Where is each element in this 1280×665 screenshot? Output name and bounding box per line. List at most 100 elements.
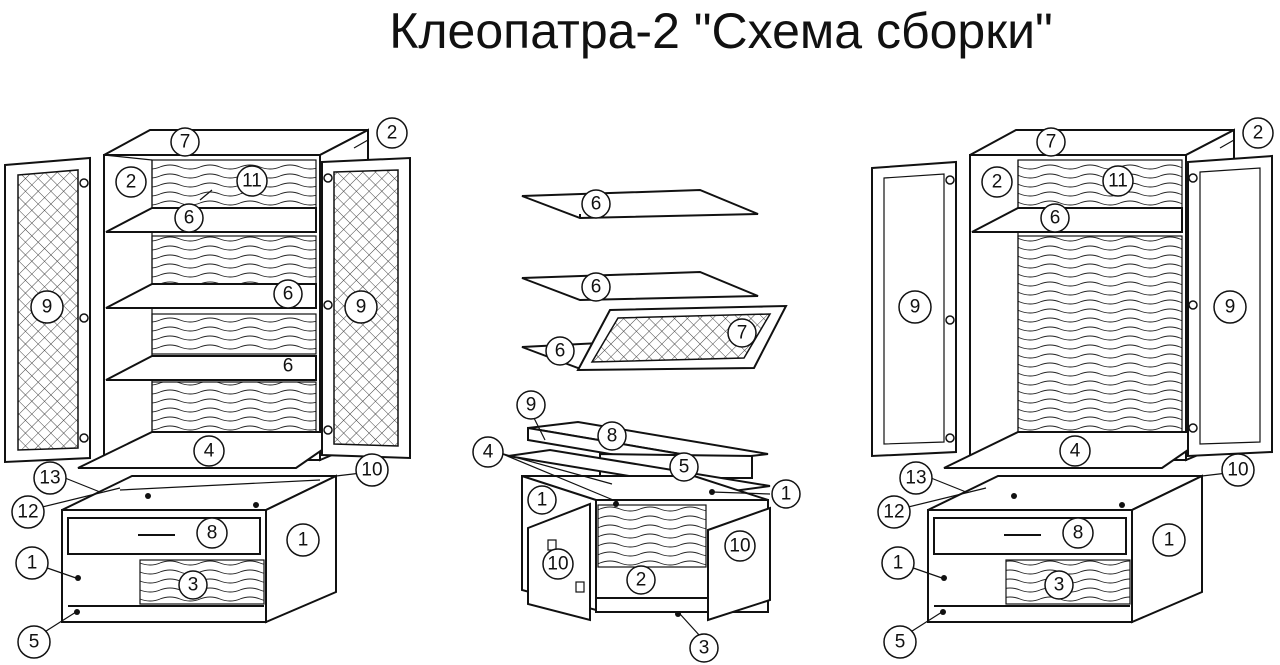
svg-text:6: 6 [555, 341, 566, 362]
svg-text:8: 8 [207, 523, 218, 544]
right-callout-13: 13 [899, 461, 933, 495]
svg-text:6: 6 [1050, 208, 1061, 229]
left-back-panel-4 [151, 381, 317, 433]
svg-text:4: 4 [204, 441, 215, 462]
right-callout-3: 3 [1044, 570, 1074, 600]
left-callout-6b: 6 [273, 279, 303, 309]
right-callout-2b: 2 [981, 166, 1013, 198]
svg-text:9: 9 [526, 395, 537, 416]
center-shelf-2 [521, 270, 759, 302]
svg-text:5: 5 [895, 632, 906, 653]
center-callout-7: 7 [727, 318, 757, 348]
right-callout-7: 7 [1036, 127, 1066, 157]
center-callout-10b: 10 [724, 530, 756, 562]
svg-text:11: 11 [242, 171, 262, 192]
right-view: 7 2 2 11 6 9 9 4 13 10 12 8 1 1 3 5 [871, 117, 1274, 659]
svg-text:9: 9 [1225, 297, 1236, 318]
right-callout-4: 4 [1059, 435, 1091, 467]
right-callout-11: 11 [1102, 165, 1134, 197]
right-callout-8: 8 [1062, 517, 1094, 549]
center-callout-9: 9 [516, 390, 546, 420]
left-view: 7 2 2 11 6 6 6 9 9 4 13 10 12 8 1 1 3 5 [4, 117, 411, 659]
center-callout-2: 2 [626, 565, 656, 595]
center-callout-6c: 6 [545, 336, 575, 366]
svg-text:1: 1 [1164, 530, 1175, 551]
left-back-panel-3 [151, 313, 317, 355]
svg-text:8: 8 [607, 426, 618, 447]
right-callout-10: 10 [1221, 453, 1255, 487]
svg-text:5: 5 [29, 632, 40, 653]
svg-text:9: 9 [42, 297, 53, 318]
right-back-panel [1017, 235, 1183, 433]
svg-text:6: 6 [184, 208, 195, 229]
svg-text:2: 2 [126, 172, 137, 193]
svg-text:2: 2 [387, 123, 398, 144]
left-callout-1a: 1 [286, 523, 320, 557]
svg-text:7: 7 [1046, 132, 1057, 153]
svg-text:2: 2 [992, 172, 1003, 193]
right-callout-12: 12 [877, 495, 911, 529]
diagram-title: Клеопатра-2 "Схема сборки" [389, 3, 1053, 59]
svg-text:4: 4 [483, 442, 494, 463]
svg-text:3: 3 [1054, 575, 1065, 596]
left-callout-2b: 2 [115, 166, 147, 198]
left-callout-6a: 6 [174, 203, 204, 233]
left-shelf-1 [105, 207, 317, 233]
svg-text:1: 1 [781, 484, 792, 505]
left-label-6c: 6 [283, 356, 294, 377]
center-callout-8: 8 [597, 421, 627, 451]
left-shelf-2 [105, 283, 317, 309]
svg-text:9: 9 [356, 297, 367, 318]
left-callout-4: 4 [193, 435, 225, 467]
center-callout-3: 3 [689, 633, 719, 663]
center-callout-6b: 6 [581, 272, 611, 302]
left-back-panel-1 [151, 159, 317, 209]
svg-text:7: 7 [737, 323, 748, 344]
svg-text:10: 10 [547, 554, 568, 575]
center-callout-6a: 6 [581, 189, 611, 219]
right-callout-6: 6 [1040, 203, 1070, 233]
svg-text:6: 6 [591, 277, 602, 298]
center-callout-10a: 10 [542, 548, 574, 580]
svg-text:3: 3 [699, 638, 710, 659]
svg-text:9: 9 [910, 297, 921, 318]
svg-text:13: 13 [905, 468, 926, 489]
left-callout-2a: 2 [376, 117, 408, 149]
svg-text:5: 5 [679, 457, 690, 478]
left-callout-5: 5 [17, 625, 51, 659]
svg-text:8: 8 [1073, 523, 1084, 544]
center-callout-1a: 1 [527, 485, 557, 515]
right-callout-9a: 9 [898, 290, 932, 324]
left-shelf-3 [105, 355, 317, 381]
right-callout-9b: 9 [1213, 290, 1247, 324]
svg-text:1: 1 [298, 530, 309, 551]
right-callout-5: 5 [883, 625, 917, 659]
svg-text:6: 6 [591, 194, 602, 215]
left-callout-12: 12 [11, 495, 45, 529]
right-callout-2a: 2 [1242, 117, 1274, 149]
left-callout-7: 7 [170, 127, 200, 157]
left-callout-10: 10 [355, 453, 389, 487]
left-callout-3: 3 [178, 570, 208, 600]
center-shelf-1 [521, 188, 759, 220]
svg-text:7: 7 [180, 132, 191, 153]
left-callout-1b: 1 [15, 546, 49, 580]
svg-text:1: 1 [27, 553, 38, 574]
svg-text:4: 4 [1070, 441, 1081, 462]
right-callout-1b: 1 [881, 546, 915, 580]
svg-text:12: 12 [883, 502, 904, 523]
svg-text:2: 2 [636, 570, 647, 591]
center-callout-5: 5 [669, 452, 699, 482]
left-callout-13: 13 [33, 461, 67, 495]
right-shelf [971, 207, 1183, 233]
svg-text:10: 10 [729, 536, 750, 557]
svg-text:10: 10 [1227, 460, 1248, 481]
left-callout-8: 8 [196, 517, 228, 549]
left-callout-11: 11 [236, 165, 268, 197]
right-callout-1a: 1 [1152, 523, 1186, 557]
center-callout-4: 4 [472, 436, 504, 468]
svg-text:3: 3 [188, 575, 199, 596]
svg-text:1: 1 [893, 553, 904, 574]
left-callout-9a: 9 [30, 290, 64, 324]
